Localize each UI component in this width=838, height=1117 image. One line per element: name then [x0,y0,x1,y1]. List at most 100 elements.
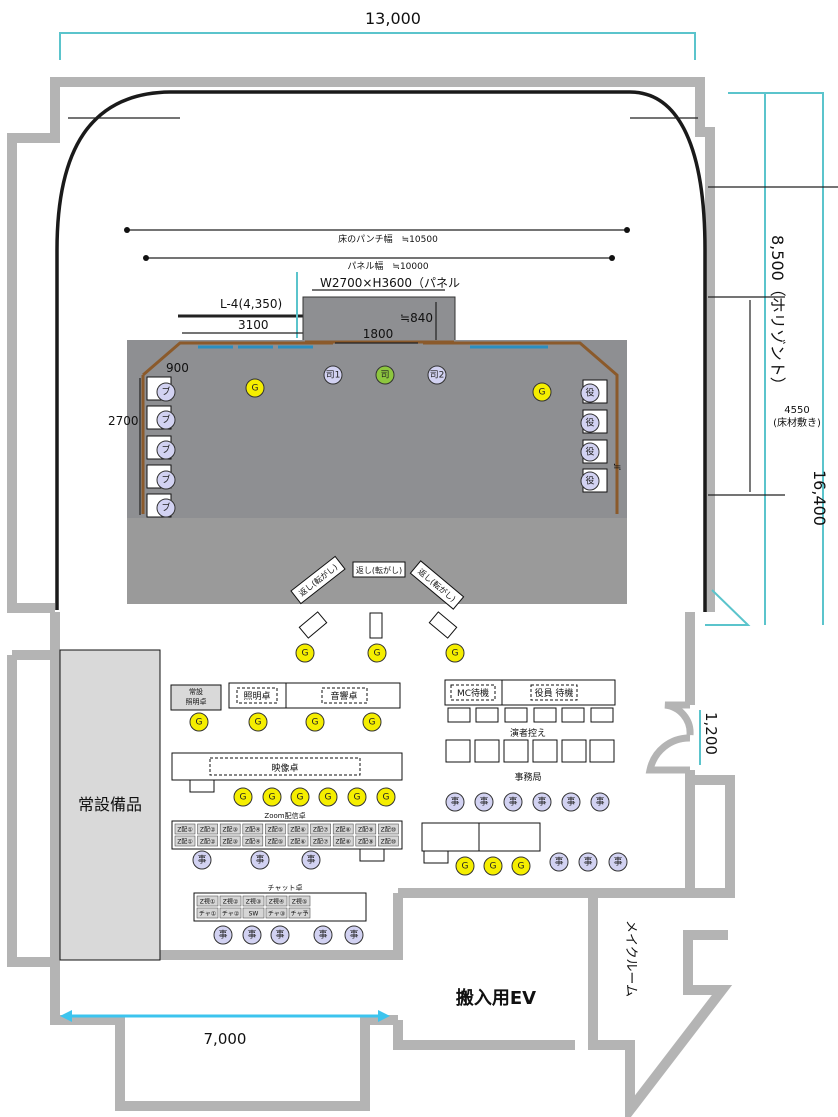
chat-cell: Z視③ [242,895,265,907]
staff-seat-label: 事 [255,854,264,866]
zoom-cell: Z配⑤ [265,823,286,835]
return-monitor-label: 返し(転がし) [356,565,402,575]
guard-seat: G [455,856,475,876]
zoom-cell: Z配⑩ [378,835,399,847]
mc-seat-label: 司2 [430,370,445,381]
guard-seat-label: G [374,649,381,659]
guard-seat: G [532,382,552,402]
zoom-cell: Z配⑨ [355,835,377,847]
floor-punch-width: 床のパンチ幅 ≒10500 [338,233,438,245]
staff-seat: 事 [313,925,333,945]
staff-seat: 事 [532,792,552,812]
zoom-cell-label: Z配⑤ [268,827,284,834]
staff-seat-label: 事 [306,854,315,866]
guard-seat-label: G [354,793,361,803]
cameras [298,611,458,639]
guard-seat: G [189,712,209,732]
guard-seat: G [262,787,282,807]
chat-cell-label: Z視⑤ [292,898,308,906]
total-depth-dimension: 16,400 [810,470,829,526]
chair [590,707,614,723]
mc-seat-label: 司1 [326,370,341,381]
guard-seat: G [290,787,310,807]
secretariat-label: 事務局 [514,771,541,783]
guard-seat: G [318,787,338,807]
total-width-dimension: 13,000 [59,9,696,60]
staff-seat: 事 [250,850,270,870]
horizont-dimension: 8,500（ホリゾント） [768,235,787,393]
corridor-dimension: 7,000 [60,1010,390,1048]
fixed-lighting-label-1: 常設 [189,687,203,696]
guard-seat: G [445,643,465,663]
chair [474,739,500,763]
zoom-cell-label: Z配② [200,827,216,834]
zoom-cell-label: Z配⑧ [335,839,351,846]
chair [561,739,587,763]
staff-seat: 事 [474,792,494,812]
zoom-cell-label: Z配⑨ [358,839,374,846]
sound-desk-label: 音響卓 [330,690,357,702]
staff-seat: 事 [578,852,598,872]
chat-cell-label: SW [249,911,259,918]
chair [445,739,471,763]
staff-seat-label: 事 [218,929,227,941]
dimension-900: 900 [166,361,189,375]
zoom-cell: Z配⑧ [332,823,354,835]
staff-seat: 事 [549,852,569,872]
mc-seat: 司2 [427,365,447,385]
guard-seat-label: G [325,793,332,803]
left-stage-seat-label: ブ [161,474,170,486]
mc-seat: 司1 [323,365,343,385]
guard-seat-label: G [196,718,203,728]
zoom-cell: Z配③ [219,835,241,847]
officer-seat: 役 [580,413,600,433]
staff-seat-label: 事 [508,796,517,808]
chat-cell-label: チャ予 [291,910,309,918]
guard-seat: G [233,787,253,807]
floor-material-label: (床材敷き) [773,416,821,429]
floor-material-value: 4550 [784,405,809,416]
left-stage-seat: ブ [156,498,176,518]
panel-width: パネル幅 ≒10000 [347,260,428,272]
mc-seat: 司 [375,365,395,385]
door-swing [645,701,694,774]
makeup-room-label: メイクルーム [623,920,638,997]
zoom-cell-label: Z配① [177,839,193,846]
left-stage-seat-label: ブ [161,386,170,398]
dimension-2700: 2700 [108,414,139,428]
left-stage-seat-label: ブ [161,414,170,426]
staff-seat: 事 [590,792,610,812]
chair [503,739,529,763]
total-width-label: 13,000 [365,9,421,28]
chair [533,707,557,723]
chat-cell: Z視④ [265,895,288,907]
chair [532,739,558,763]
chat-cell-label: チャ② [222,911,240,918]
staff-seat-label: 事 [613,856,622,868]
guard-seat: G [245,378,265,398]
officer-seat-label: 役 [585,475,594,487]
staff-seat-label: 事 [318,929,327,941]
zoom-cell-label: Z配⑥ [290,827,306,834]
staff-seat: 事 [344,925,364,945]
staff-seat-label: 事 [247,929,256,941]
chat-cell-label: Z視② [223,898,239,906]
storage-label: 常設備品 [78,795,142,814]
chair [589,739,615,763]
staff-seat-label: 事 [349,929,358,941]
staff-seat: 事 [561,792,581,812]
staff-seat: 事 [242,925,262,945]
zoom-cell-label: Z配③ [222,839,238,846]
guard-seat-label: G [383,793,390,803]
panel-size: W2700×H3600（パネル [320,276,460,290]
staff-seat-label: 事 [595,796,604,808]
walls [7,77,735,1117]
zoom-cell: Z配⑧ [332,835,354,847]
chat-cell: Z視② [219,895,242,907]
lighting-desk-label: 照明卓 [243,690,270,702]
guard-seat-label: G [518,862,525,872]
guard-seat: G [295,643,315,663]
left-stage-seat: ブ [156,440,176,460]
mc-waiting-label: MC待機 [457,687,489,699]
